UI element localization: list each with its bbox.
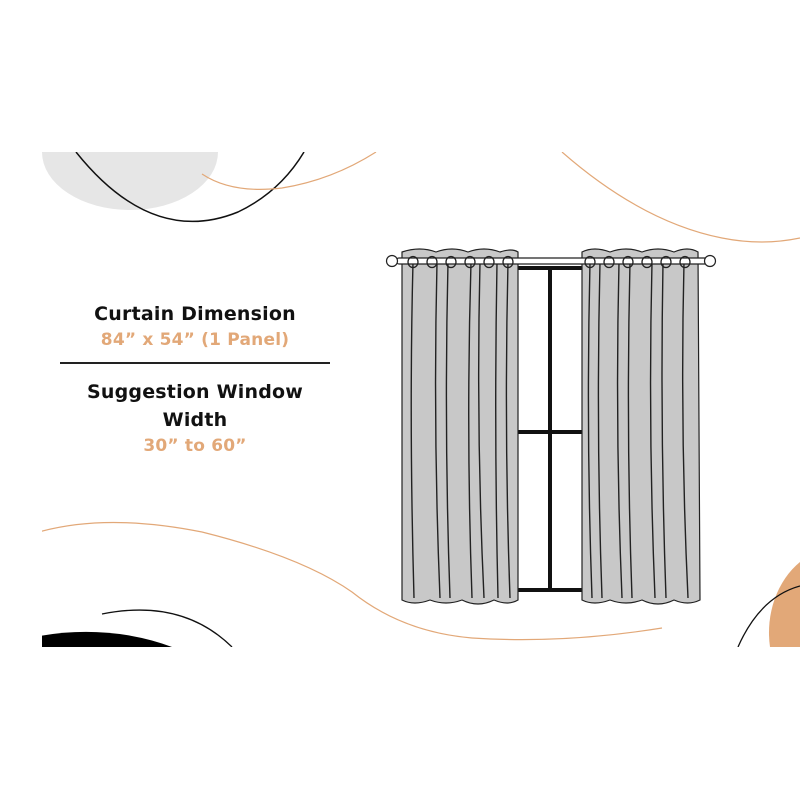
spec-text-block: Curtain Dimension 84” x 54” (1 Panel) Su… <box>60 300 330 458</box>
grommet-ring <box>445 255 457 269</box>
curtain-panel-left <box>401 248 519 605</box>
grommet-ring <box>464 255 476 269</box>
grommet-ring <box>660 255 672 269</box>
grommet-rings <box>407 255 691 269</box>
window-width-value: 30” to 60” <box>143 436 247 456</box>
grommet-ring <box>584 255 596 269</box>
grommet-ring <box>407 255 419 269</box>
grommet-ring <box>641 255 653 269</box>
decor-band <box>42 152 800 647</box>
window-frame <box>510 266 590 592</box>
rod-finial-left <box>385 254 399 268</box>
grommet-ring <box>679 255 691 269</box>
grommet-ring <box>483 255 495 269</box>
grommet-ring <box>603 255 615 269</box>
rod-finial-right <box>703 254 717 268</box>
orange-wave-right <box>561 152 800 243</box>
grommet-ring <box>502 255 514 269</box>
black-arc-bottom <box>101 609 233 647</box>
divider <box>60 362 330 364</box>
black-semicircle <box>42 631 172 647</box>
curtain-panel-right <box>581 248 701 605</box>
orange-semicircle <box>768 562 800 647</box>
orange-wave-bottom <box>42 521 663 641</box>
grommet-ring <box>426 255 438 269</box>
window-width-title: Suggestion Window Width <box>87 381 303 431</box>
orange-line-top <box>201 152 377 190</box>
grommet-ring <box>622 255 634 269</box>
decor-shapes <box>42 152 800 647</box>
gray-semicircle <box>42 152 218 210</box>
black-arc-top <box>75 152 305 223</box>
dimension-title: Curtain Dimension <box>94 303 296 325</box>
dimension-value: 84” x 54” (1 Panel) <box>100 330 290 350</box>
black-arc-right <box>737 585 800 647</box>
